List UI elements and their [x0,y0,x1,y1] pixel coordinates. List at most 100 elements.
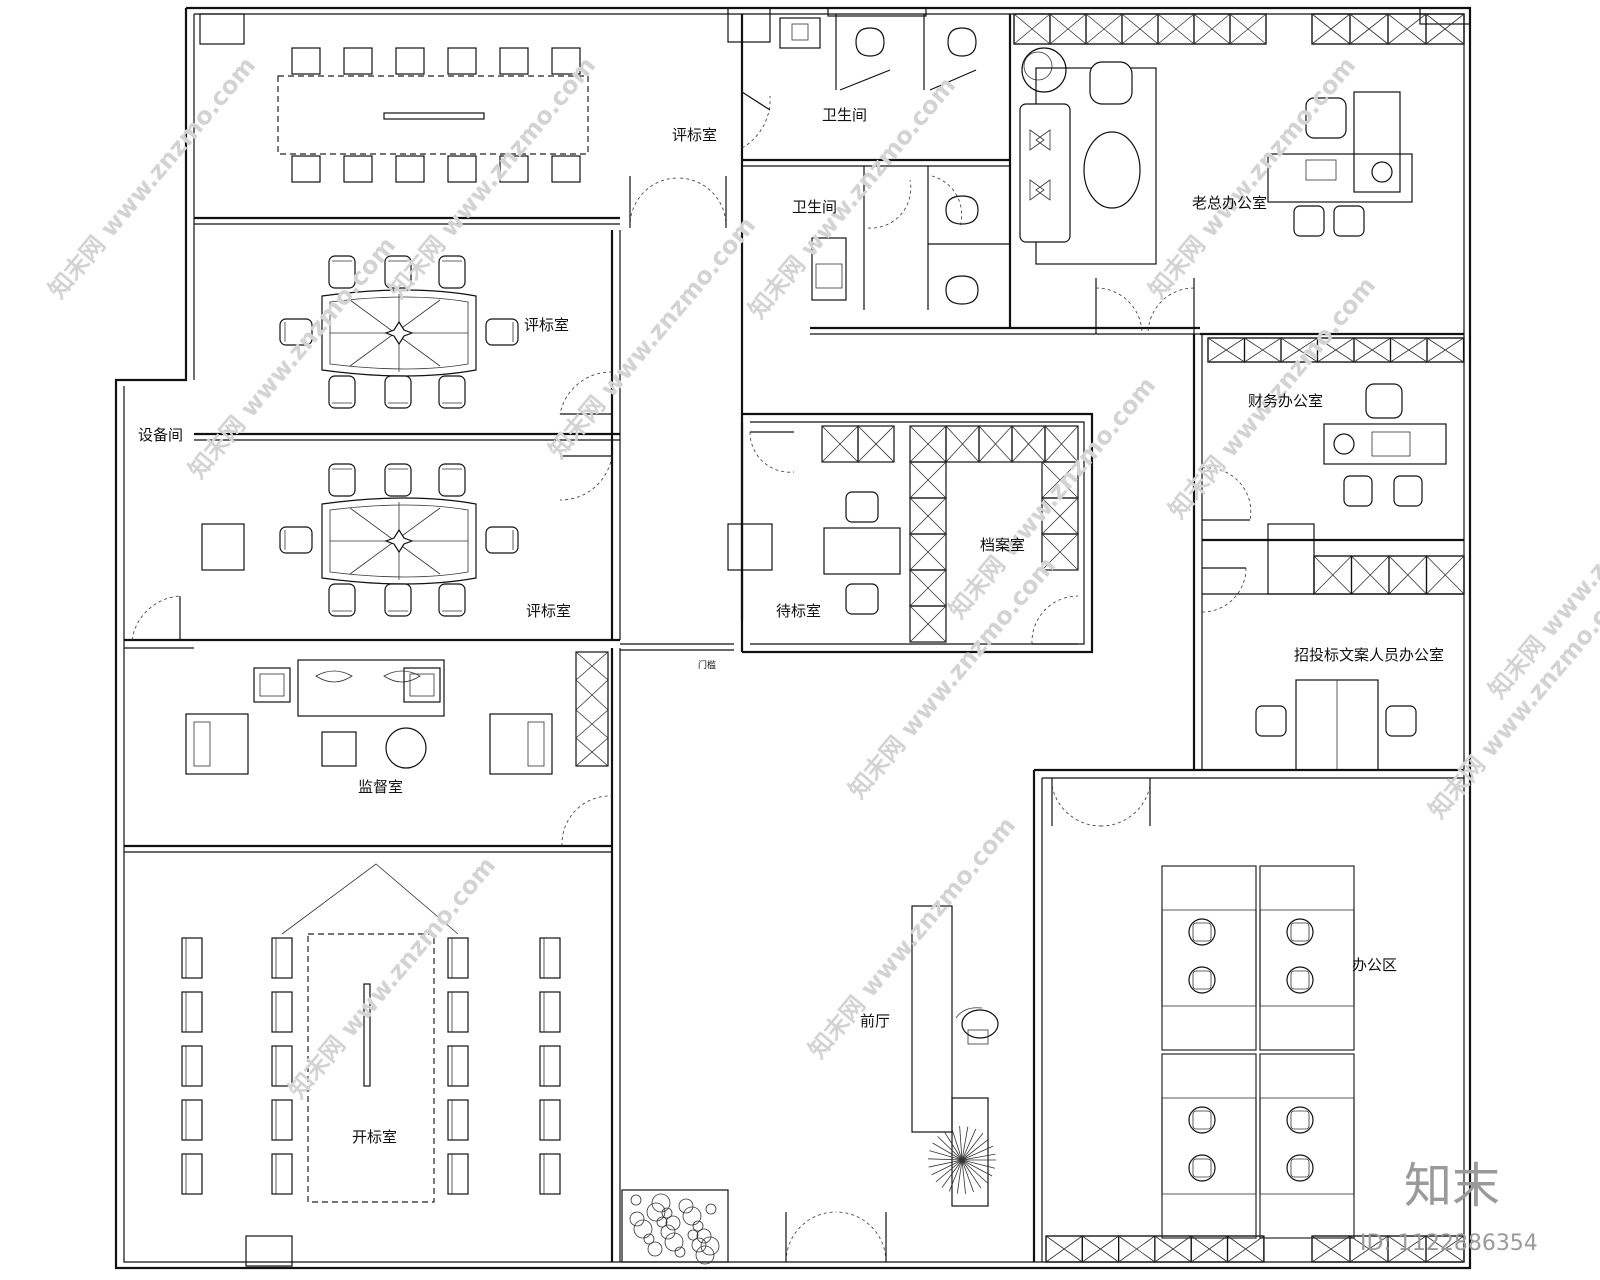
seat [447,1099,469,1141]
chair [328,463,356,497]
desk [1161,1053,1257,1099]
desk [1259,1005,1355,1051]
seat [447,1045,469,1087]
seat [539,937,561,979]
workstation [1259,865,1355,1051]
logo-text: 知末 [1404,1158,1500,1214]
chair [328,583,356,617]
label-bid-opening: 开标室 [352,1128,397,1146]
seat [181,1153,203,1195]
ceo-office [1013,13,1465,336]
seat [271,1153,293,1195]
seat [181,937,203,979]
seat [539,1099,561,1141]
chair [499,47,529,75]
chair [438,375,466,409]
seat [181,991,203,1033]
bid-opening-room [181,845,561,1203]
chair [395,47,425,75]
equipment-room [124,595,194,649]
cabinet [909,605,947,643]
office-chair [1286,1106,1314,1134]
label-restroom-1: 卫生间 [822,106,867,124]
doc-staff-office [1034,593,1464,779]
office-chair [1188,966,1216,994]
desk [1161,1193,1257,1239]
label-archive: 档案室 [980,536,1025,554]
seat [271,991,293,1033]
label-ceo-office: 老总办公室 [1192,194,1267,212]
chair [485,318,519,346]
label-bid-eval-1: 评标室 [672,126,717,144]
archive-block [727,412,1094,654]
label-doc-staff-office: 招投标文案人员办公室 [1294,646,1444,664]
chair [447,155,477,183]
workstation [1161,865,1257,1051]
cabinet [1041,533,1079,571]
chair [328,375,356,409]
office-chair [1188,1154,1216,1182]
label-supervision: 监督室 [358,778,403,796]
image-id-text: ID: 1122886354 [1360,1231,1538,1256]
seat [271,1099,293,1141]
cabinet [1426,337,1465,363]
office-chair [1286,918,1314,946]
seat [181,1099,203,1141]
chair [291,155,321,183]
chair [438,583,466,617]
label-bid-eval-2: 评标室 [524,316,569,334]
chair [291,47,321,75]
chair [551,47,581,75]
eval-room-2 [194,230,621,640]
restrooms [742,7,1200,335]
chair [343,155,373,183]
chair [438,255,466,289]
office-chair [1188,918,1216,946]
label-reception: 前厅 [860,1012,890,1030]
label-bid-eval-3: 评标室 [526,602,571,620]
chair [384,583,412,617]
eval-room-3 [194,497,620,642]
cabinet [1226,1235,1265,1263]
chair [395,155,425,183]
seat [271,937,293,979]
label-equipment: 设备间 [138,426,183,444]
chair [343,47,373,75]
watermark-text: 知末网 www.znzmo.com [543,212,761,464]
chair [279,526,313,554]
seat [447,991,469,1033]
seat [447,937,469,979]
chair [447,47,477,75]
office-chair [1286,966,1314,994]
label-waiting: 待标室 [776,602,821,620]
doors-left[interactable] [559,91,771,501]
office-chair [1286,1154,1314,1182]
workstation [1259,1053,1355,1239]
seat [539,991,561,1033]
seat [181,1045,203,1087]
office-chair [1188,1106,1216,1134]
label-threshold: 门槛 [698,659,716,671]
workstation [1161,1053,1257,1239]
label-restroom-2: 卫生间 [792,198,837,216]
chair [485,526,519,554]
reception [621,905,999,1265]
desk [1161,1005,1257,1051]
seat [539,1045,561,1087]
cabinet [1229,13,1267,45]
cabinet [1425,13,1465,45]
label-finance-office: 财务办公室 [1248,392,1323,410]
desk [1259,1193,1355,1239]
cabinet [1425,1235,1465,1263]
room-labels: 评标室 评标室 评标室 设备间 卫生间 卫生间 老总办公室 财务办公室 档案室 … [138,106,1444,1146]
chair [499,155,529,183]
desk [1259,865,1355,911]
chair [384,375,412,409]
chair [384,463,412,497]
logo-block: 知末 ID: 1122886354 [1360,1158,1538,1256]
cabinet [857,425,895,463]
desk [1161,865,1257,911]
finance-office [1192,334,1465,770]
desk [1259,1053,1355,1099]
